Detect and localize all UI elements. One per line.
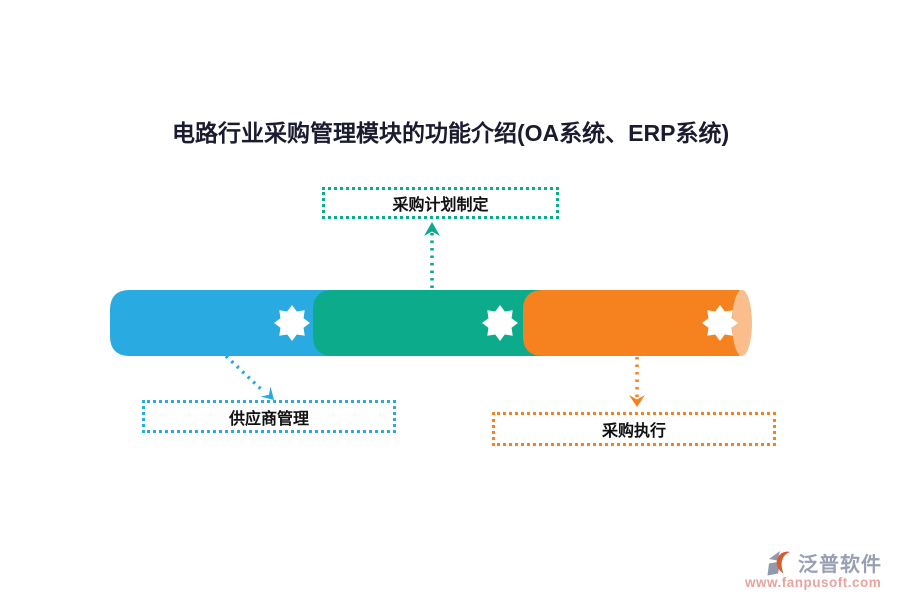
page-title: 电路行业采购管理模块的功能介绍(OA系统、ERP系统) bbox=[172, 120, 730, 146]
brand-url: www.fanpusoft.com bbox=[745, 575, 882, 590]
label-box-supplier-management: 供应商管理 bbox=[142, 400, 396, 433]
label-text: 供应商管理 bbox=[228, 410, 309, 428]
star-icon bbox=[274, 305, 310, 341]
fanpu-logo-icon bbox=[767, 551, 790, 576]
pipeline-segment-green bbox=[313, 290, 555, 356]
pipeline-segment-orange bbox=[523, 290, 752, 356]
label-text: 采购计划制定 bbox=[392, 197, 489, 214]
label-text: 采购执行 bbox=[601, 423, 666, 440]
star-icon bbox=[702, 305, 738, 341]
arrow-up-icon bbox=[424, 222, 440, 288]
arrow-down-left-icon bbox=[224, 354, 274, 400]
pipeline-segment-blue bbox=[110, 290, 345, 356]
star-icon bbox=[482, 305, 518, 341]
label-box-procurement-execution: 采购执行 bbox=[492, 412, 776, 446]
label-box-procurement-plan: 采购计划制定 bbox=[322, 187, 559, 219]
arrow-down-icon bbox=[629, 357, 645, 407]
watermark: 泛普软件 www.fanpusoft.com bbox=[742, 547, 900, 595]
brand-name: 泛普软件 bbox=[798, 554, 882, 576]
pipe-end-cap bbox=[732, 290, 752, 356]
